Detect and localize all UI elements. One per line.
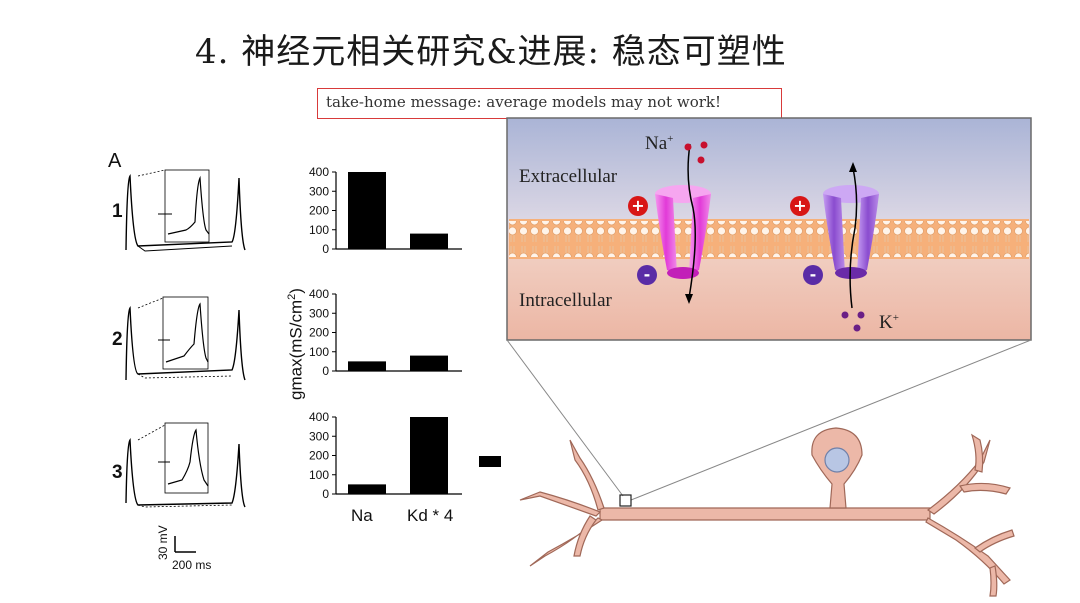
slide-title: 4. 神经元相关研究&进展: 稳态可塑性 bbox=[195, 32, 787, 72]
scale-bar-lines bbox=[174, 536, 196, 553]
positive-charge-left: + bbox=[628, 196, 648, 216]
ion-channel-diagram: Extracellular Intracellular Na+ K+ + + -… bbox=[506, 117, 1032, 341]
separator-block bbox=[479, 456, 501, 467]
chart-2-tick-label: 400 bbox=[309, 287, 329, 301]
intracellular-label: Intracellular bbox=[519, 290, 613, 311]
chart-3-tick-label: 100 bbox=[309, 468, 329, 482]
svg-text:+: + bbox=[793, 196, 806, 215]
chart-3-bar-kd bbox=[410, 417, 448, 494]
k-channel bbox=[823, 185, 879, 279]
zoom-line-left bbox=[506, 339, 624, 497]
row-number-3: 3 bbox=[112, 462, 123, 483]
chart-2-bar-na bbox=[348, 361, 386, 371]
scale-time-label: 200 ms bbox=[172, 558, 212, 572]
svg-text:-: - bbox=[810, 265, 817, 284]
extracellular-label: Extracellular bbox=[519, 166, 618, 187]
chart-1-tick-label: 200 bbox=[309, 204, 329, 218]
chart-2-tick-label: 200 bbox=[309, 326, 329, 340]
na-ion-label: Na+ bbox=[645, 133, 673, 154]
row-number-1: 1 bbox=[112, 201, 123, 222]
k-flow-arrow bbox=[849, 167, 858, 309]
chart-1-bar-kd bbox=[410, 233, 448, 249]
lipid-bilayer bbox=[509, 221, 1029, 257]
x-tick-kd: Kd * 4 bbox=[407, 506, 454, 525]
chart-2-tick-label: 100 bbox=[309, 345, 329, 359]
trace-1 bbox=[125, 169, 246, 252]
k-ion-label: K+ bbox=[879, 312, 899, 333]
chart-3-bar-na bbox=[348, 484, 386, 494]
x-tick-na: Na bbox=[351, 506, 373, 525]
neuron bbox=[519, 427, 1015, 597]
zoom-line-right bbox=[630, 339, 1032, 501]
panel-letter: A bbox=[108, 150, 122, 172]
chart-1-tick-label: 400 bbox=[309, 165, 329, 179]
negative-charge-right: - bbox=[803, 265, 823, 285]
chart-3-tick-label: 400 bbox=[309, 410, 329, 424]
chart-3-tick-label: 0 bbox=[322, 487, 329, 501]
chart-3-tick-label: 200 bbox=[309, 449, 329, 463]
chart-1-tick-label: 100 bbox=[309, 223, 329, 237]
trace-3 bbox=[125, 422, 246, 508]
chart-1-bar-na bbox=[348, 172, 386, 249]
na-flow-arrow bbox=[687, 143, 696, 299]
chart-2-tick-label: 0 bbox=[322, 364, 329, 378]
zoom-box bbox=[619, 494, 632, 507]
negative-charge-left: - bbox=[637, 265, 657, 285]
trace-2 bbox=[125, 296, 246, 381]
row-number-2: 2 bbox=[112, 329, 123, 350]
nucleus bbox=[824, 447, 850, 473]
chart-1-tick-label: 300 bbox=[309, 184, 329, 198]
positive-charge-right: + bbox=[790, 196, 810, 216]
svg-text:+: + bbox=[631, 196, 644, 215]
chart-2-tick-label: 300 bbox=[309, 306, 329, 320]
chart-1-tick-label: 0 bbox=[322, 242, 329, 256]
chart-3-tick-label: 300 bbox=[309, 429, 329, 443]
svg-text:-: - bbox=[644, 265, 651, 284]
chart-2-bar-kd bbox=[410, 355, 448, 371]
